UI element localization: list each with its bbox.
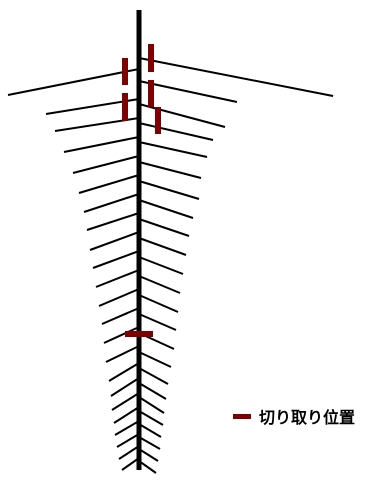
left-branch-14 — [103, 326, 140, 344]
left-branch-5 — [72, 155, 140, 174]
right-branch-17 — [138, 367, 169, 385]
right-branch-5 — [138, 141, 208, 158]
right-branch-23 — [138, 448, 159, 462]
right-branch-20 — [138, 410, 164, 426]
left-branch-20 — [114, 420, 140, 436]
right-branch-14 — [138, 313, 177, 331]
left-branch-21 — [116, 433, 140, 448]
left-branch-19 — [113, 406, 140, 424]
right-branch-7 — [138, 180, 200, 200]
left-branch-17 — [110, 377, 140, 397]
left-branch-23 — [121, 457, 140, 471]
left-branch-1 — [7, 68, 140, 96]
right-branch-3 — [138, 103, 226, 128]
left-branch-22 — [118, 445, 140, 460]
right-branch-22 — [138, 436, 161, 450]
right-branch-18 — [138, 382, 167, 400]
cut-mark-left-lower — [122, 93, 128, 121]
right-branches — [138, 57, 334, 474]
left-branch-11 — [95, 269, 140, 288]
left-branch-18 — [111, 392, 140, 411]
left-branch-8 — [86, 212, 140, 231]
right-branch-21 — [138, 423, 162, 438]
left-branch-6 — [78, 174, 140, 194]
cut-mark-trunk — [125, 331, 153, 337]
legend-swatch — [233, 413, 251, 419]
left-branch-15 — [105, 345, 140, 363]
left-branch-16 — [108, 362, 140, 382]
legend-label: 切り取り位置 — [259, 408, 356, 427]
right-branch-19 — [138, 396, 165, 414]
legend: 切り取り位置 — [233, 404, 355, 428]
right-branch-13 — [138, 294, 179, 313]
cut-mark-right-upper — [148, 44, 154, 72]
right-branch-12 — [138, 275, 181, 294]
right-branch-8 — [138, 199, 194, 219]
right-branch-11 — [138, 256, 184, 275]
right-branch-6 — [138, 161, 202, 179]
cut-mark-right-lower — [155, 107, 161, 134]
left-branch-7 — [83, 193, 140, 213]
right-branch-2 — [138, 80, 238, 103]
left-branch-4 — [63, 136, 140, 153]
left-branch-13 — [101, 307, 140, 325]
right-branch-4 — [138, 122, 214, 141]
cut-marks — [122, 44, 161, 337]
left-branches — [7, 68, 140, 471]
cut-mark-right-middle — [148, 80, 154, 107]
right-branch-1 — [138, 57, 334, 97]
right-branch-16 — [138, 351, 172, 368]
left-branch-10 — [92, 250, 140, 269]
left-branch-12 — [98, 288, 140, 307]
left-branch-9 — [89, 231, 140, 251]
right-branch-24 — [138, 460, 157, 474]
right-branch-9 — [138, 218, 190, 237]
cut-mark-left-upper — [122, 58, 128, 85]
right-branch-10 — [138, 237, 187, 256]
